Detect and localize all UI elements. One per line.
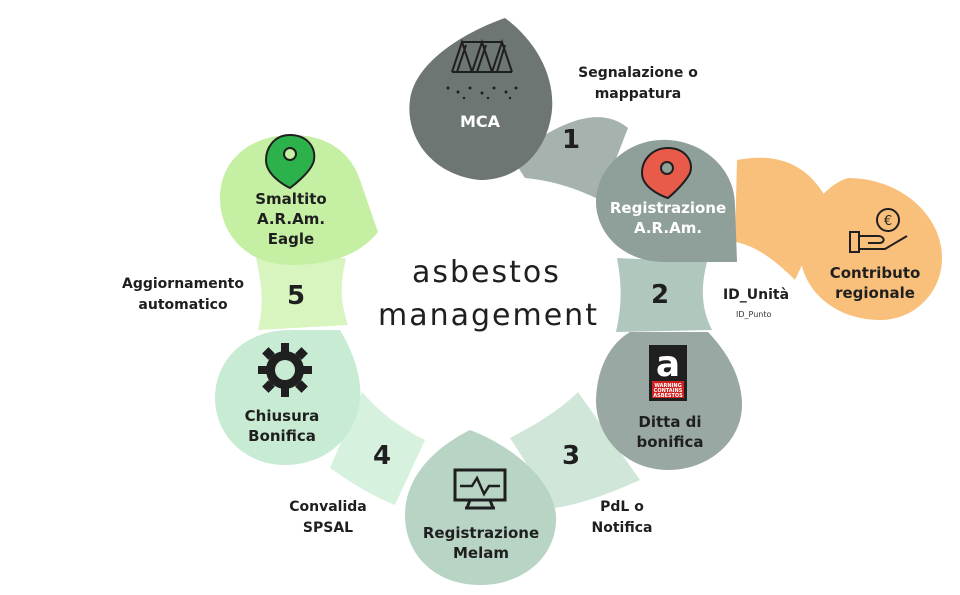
- step-number-1: 1: [562, 125, 581, 155]
- asbestos-warning-sign-icon: a WARNING CONTAINS ASBESTOS: [649, 344, 687, 401]
- corrugated-roof-icon: [451, 38, 513, 73]
- step-number-5: 5: [287, 281, 306, 311]
- warning-sign-line2: CONTAINS: [654, 388, 683, 394]
- contributo-label: Contributo regionale: [829, 264, 921, 302]
- registrazione-aram-label: Registrazione A.R.Am.: [609, 199, 727, 237]
- step-number-3: 3: [562, 441, 581, 471]
- node-mca: [409, 18, 553, 180]
- step-label-2: ID_Unità: [722, 287, 790, 303]
- node-smaltito: [220, 135, 378, 265]
- map-pin-icon-red: [640, 146, 692, 200]
- euro-symbol: €: [884, 214, 892, 229]
- registrazione-melam-label: Registrazione Melam: [422, 524, 540, 562]
- mca-label: MCA: [459, 112, 501, 131]
- node-registrazione-aram: [595, 139, 737, 262]
- connector-step-3: [510, 392, 640, 508]
- hand-euro-coin-icon: [849, 208, 908, 253]
- step-label-4: Convalida SPSAL: [289, 499, 367, 536]
- step-number-4: 4: [373, 441, 392, 471]
- step-sublabel-2: ID_Punto: [736, 310, 772, 319]
- title-line-2: management: [378, 298, 599, 333]
- connector-step-5: [256, 258, 348, 330]
- smaltito-label: Smaltito A.R.Am. Eagle: [255, 190, 327, 248]
- chiusura-label: Chiusura Bonifica: [244, 407, 320, 445]
- step-label-3: PdL o Notifica: [591, 499, 653, 536]
- step-label-1: Segnalazione o mappatura: [578, 65, 698, 102]
- gear-icon: [258, 343, 312, 397]
- step-label-5: Aggiornamento automatico: [122, 276, 244, 313]
- warning-sign-letter: a: [656, 344, 680, 385]
- warning-sign-line1: WARNING: [654, 383, 681, 389]
- connector-step-2: [616, 258, 712, 332]
- monitor-heartbeat-icon: [453, 468, 507, 510]
- node-chiusura: [215, 330, 361, 465]
- particle-dots: [446, 86, 518, 100]
- map-pin-icon-green: [264, 133, 316, 190]
- step-number-2: 2: [651, 280, 670, 310]
- ditta-label: Ditta di bonifica: [636, 413, 704, 451]
- title-line-1: asbestos: [412, 255, 561, 290]
- warning-sign-line3: ASBESTOS: [653, 393, 683, 399]
